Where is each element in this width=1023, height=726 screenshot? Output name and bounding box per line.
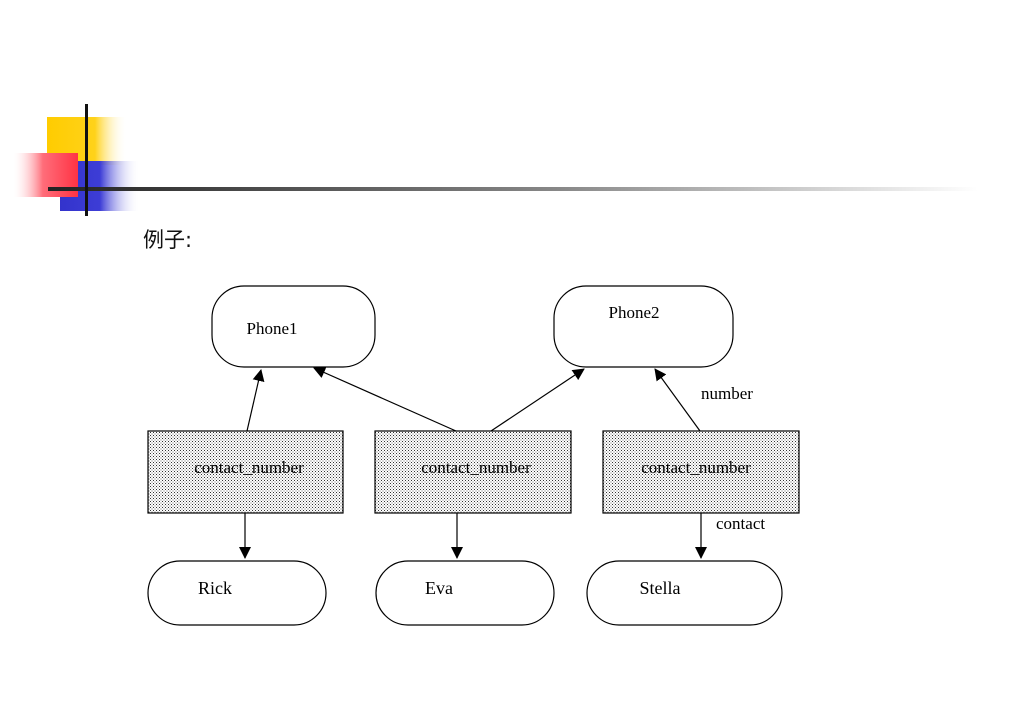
slide-heading: 例子:	[143, 228, 193, 252]
node-contact-number-2-label: contact_number	[421, 458, 531, 477]
node-phone1	[211, 285, 376, 368]
node-stella-label: Stella	[640, 578, 681, 598]
node-stella	[586, 560, 783, 626]
edge-contact2-phone2	[490, 368, 585, 432]
node-phone2	[553, 285, 734, 368]
node-contact-number-1-label: contact_number	[194, 458, 304, 477]
node-rick-label: Rick	[198, 578, 232, 598]
node-contact-number-2	[374, 430, 572, 514]
node-phone2-label: Phone2	[609, 303, 660, 322]
node-contact-number-1	[147, 430, 344, 514]
edge-label-number: number	[701, 384, 753, 403]
edge-label-contact: contact	[716, 514, 765, 533]
header-rule	[48, 187, 978, 191]
edge-contact3-phone2	[654, 368, 701, 432]
slide-header-decoration	[14, 104, 978, 216]
node-contact-number-3	[602, 430, 800, 514]
edges	[239, 366, 707, 559]
edge-contact2-phone1	[313, 366, 457, 432]
node-eva	[375, 560, 555, 626]
header-vertical-line	[85, 104, 88, 216]
node-eva-label: Eva	[425, 578, 453, 598]
node-rick	[147, 560, 327, 626]
edge-contact1-phone1	[246, 369, 265, 432]
node-contact-number-3-label: contact_number	[641, 458, 751, 477]
node-phone1-label: Phone1	[247, 319, 298, 338]
